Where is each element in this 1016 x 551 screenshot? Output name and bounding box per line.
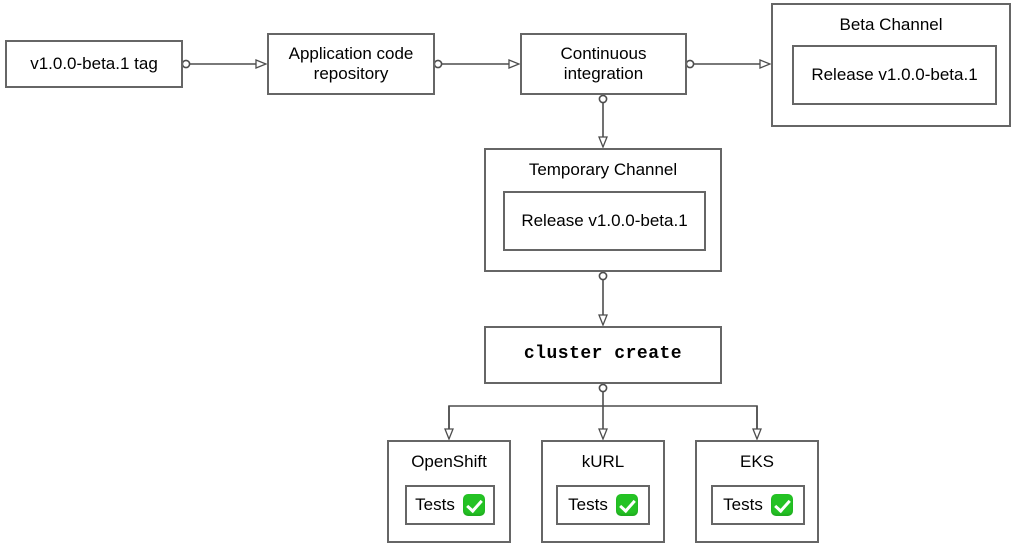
target-openshift-tests-box[interactable]: Tests: [405, 485, 495, 525]
node-tag-label: v1.0.0-beta.1 tag: [30, 53, 158, 73]
node-repository-label-line1: Application code: [288, 43, 414, 63]
beta-channel-release-label: Release v1.0.0-beta.1: [811, 65, 978, 84]
target-openshift-title: OpenShift: [411, 452, 487, 471]
edge-ci-to-beta-channel: [685, 60, 769, 67]
container-target-eks[interactable]: EKS Tests: [695, 440, 819, 543]
container-target-openshift[interactable]: OpenShift Tests: [387, 440, 511, 543]
temporary-channel-release-label: Release v1.0.0-beta.1: [521, 211, 688, 230]
edge-temporary-channel-to-cluster-create: [599, 271, 606, 324]
node-continuous-integration[interactable]: Continuous integration: [520, 33, 687, 95]
container-temporary-channel[interactable]: Temporary Channel Release v1.0.0-beta.1: [484, 148, 722, 272]
green-check-icon: [462, 494, 485, 516]
green-check-icon: [770, 494, 793, 516]
target-openshift-tests-label: Tests: [415, 495, 455, 514]
target-kurl-title: kURL: [581, 452, 625, 471]
temporary-channel-release-box[interactable]: Release v1.0.0-beta.1: [503, 191, 706, 251]
node-repository-label-line2: repository: [313, 64, 389, 83]
target-kurl-tests-box[interactable]: Tests: [556, 485, 650, 525]
container-target-kurl[interactable]: kURL Tests: [541, 440, 665, 543]
node-tag[interactable]: v1.0.0-beta.1 tag: [5, 40, 183, 88]
edge-repository-to-ci: [433, 60, 518, 67]
target-eks-title: EKS: [739, 452, 775, 471]
container-beta-channel[interactable]: Beta Channel Release v1.0.0-beta.1: [771, 3, 1011, 127]
temporary-channel-title: Temporary Channel: [528, 160, 678, 179]
node-application-code-repository[interactable]: Application code repository: [267, 33, 435, 95]
beta-channel-release-box[interactable]: Release v1.0.0-beta.1: [792, 45, 997, 105]
node-ci-label-line2: integration: [563, 64, 644, 83]
edge-ci-to-temporary-channel: [599, 94, 606, 146]
edge-cluster-create-to-targets: [449, 383, 757, 438]
green-check-icon: [615, 494, 638, 516]
node-cluster-create[interactable]: cluster create: [484, 326, 722, 384]
node-ci-label-line1: Continuous: [560, 43, 647, 63]
target-eks-tests-label: Tests: [723, 495, 763, 514]
edge-tag-to-repository: [181, 60, 265, 67]
target-kurl-tests-label: Tests: [568, 495, 608, 514]
node-cluster-create-label: cluster create: [523, 344, 683, 365]
beta-channel-title: Beta Channel: [839, 15, 943, 34]
target-eks-tests-box[interactable]: Tests: [711, 485, 805, 525]
